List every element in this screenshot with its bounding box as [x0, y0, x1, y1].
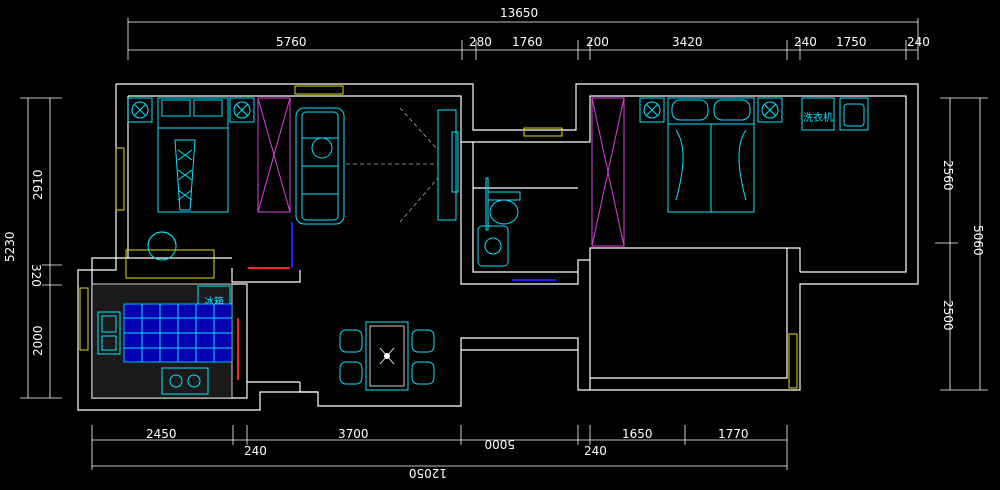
window-left-bedroom: [115, 147, 125, 211]
dim-bottom-5: 240: [584, 444, 607, 458]
nightstand-right-2: [757, 97, 783, 123]
armchair-left: [147, 231, 177, 261]
sightlines: [346, 107, 439, 223]
wardrobe-left: [257, 97, 291, 213]
dim-bottom-6: 1650: [622, 427, 653, 441]
window-right: [788, 333, 798, 389]
washing-machine: 洗衣机: [801, 97, 835, 131]
windows: [79, 85, 798, 389]
dim-bottom-2: 240: [244, 444, 267, 458]
dim-left-1: 2910: [31, 169, 45, 200]
dim-bottom-4: 5000: [484, 437, 515, 451]
walls: [77, 83, 919, 411]
window-bed-left-rug: [125, 249, 215, 279]
stove: [161, 367, 209, 395]
dim-left-3: 2000: [31, 325, 45, 356]
shower-divider: [485, 177, 489, 231]
washer-label: 洗衣机: [803, 111, 833, 124]
nightstand-right-1: [639, 97, 665, 123]
bed-left: [157, 97, 229, 213]
dim-right-1: 2560: [941, 160, 955, 191]
window-top-living: [294, 85, 344, 95]
dim-top-4: 200: [586, 35, 609, 49]
toilet: [487, 191, 521, 225]
dining-chairs: [339, 329, 435, 385]
dim-top-6: 240: [794, 35, 817, 49]
dim-top-5: 3420: [672, 35, 703, 49]
bed-right: [667, 97, 755, 213]
dimension-text: 13650 5760 280 1760 200 3420 240 1750 24…: [3, 6, 985, 480]
kitchen-tiles: [123, 303, 233, 363]
wardrobe-right: [591, 97, 625, 247]
window-left-kitchen: [79, 287, 89, 351]
dim-top-7: 1750: [836, 35, 867, 49]
dim-top-total: 13650: [500, 6, 538, 20]
dining-table: [365, 321, 409, 391]
laundry-sink: [839, 97, 869, 131]
dim-bottom-total: 12050: [409, 466, 447, 480]
dim-top-1: 5760: [276, 35, 307, 49]
sink: [97, 311, 121, 355]
dim-left-2: 320: [29, 264, 43, 287]
dim-bottom-7: 1770: [718, 427, 749, 441]
dim-top-8: 240: [907, 35, 930, 49]
dim-top-2: 280: [469, 35, 492, 49]
nightstand-left-2: [229, 97, 255, 123]
dim-left-total: 5230: [3, 231, 17, 262]
dimension-lines: [20, 18, 988, 470]
sofa: [295, 107, 345, 225]
dim-bottom-1: 2450: [146, 427, 177, 441]
dim-right-total: 5060: [971, 225, 985, 256]
nightstand-left-1: [127, 97, 153, 123]
washbasin: [477, 225, 509, 267]
dim-right-2: 2500: [941, 300, 955, 331]
dim-top-3: 1760: [512, 35, 543, 49]
window-corridor: [523, 127, 563, 137]
tv-cabinet: [437, 109, 459, 221]
dim-bottom-3: 3700: [338, 427, 369, 441]
